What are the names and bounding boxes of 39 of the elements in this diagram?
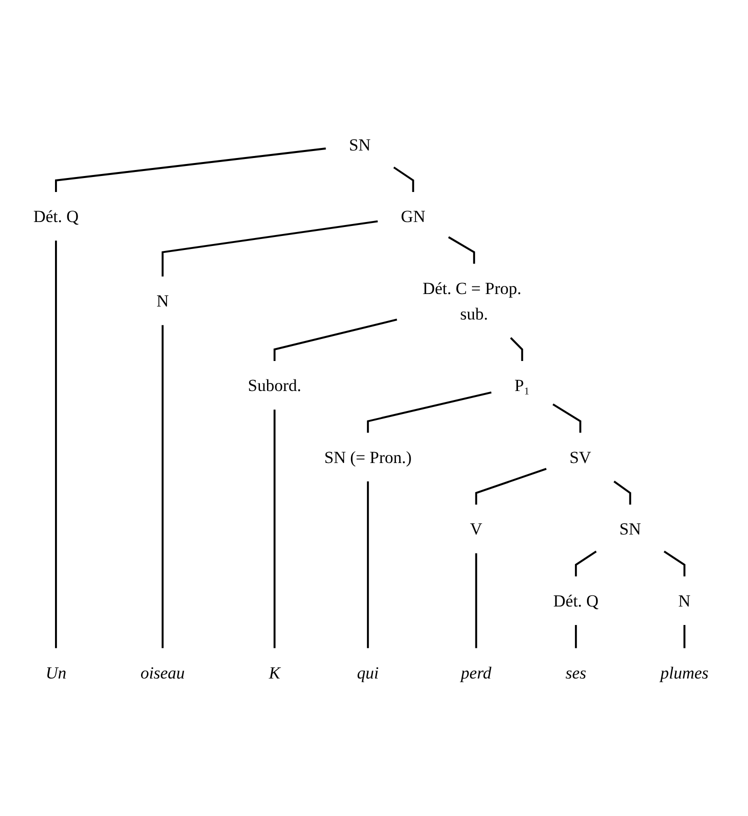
node-text: Un [46,662,66,682]
connector [366,391,492,432]
node-text: SV [569,446,592,466]
connector [393,166,414,192]
node-text: ses [566,662,586,682]
connector [55,240,57,648]
node-text: SN [348,134,371,154]
connector [475,467,547,504]
node-text: oiseau [140,662,185,682]
node-text: Dét. Q [33,206,79,226]
connector [55,147,326,192]
node-text: plumes [660,662,708,682]
node-text: perd [460,662,492,682]
connector [448,236,476,264]
node-text: SN (= Pron.) [324,446,412,466]
connector [274,318,398,361]
node-text: Subord. [248,375,302,394]
node-text: qui [357,662,379,682]
connector [574,550,597,576]
node-text: Dét. C = Prop. sub. [422,278,522,323]
connector [162,324,164,648]
connector [162,220,378,276]
connector [552,403,582,432]
node-text: N [156,290,169,310]
connector [510,336,524,361]
node-text: V [470,518,482,538]
connector [574,624,577,648]
connector [614,480,632,504]
connector [664,550,686,576]
node-text: N [678,590,691,610]
connector [683,624,686,648]
connector [274,409,276,648]
connector [475,552,478,648]
node-text: GN [400,206,426,226]
node-text: K [268,662,280,682]
node-text: SN [619,518,642,538]
node-text: P₁ [514,375,530,394]
connector [366,480,369,648]
node-text: Dét. Q [553,590,599,610]
